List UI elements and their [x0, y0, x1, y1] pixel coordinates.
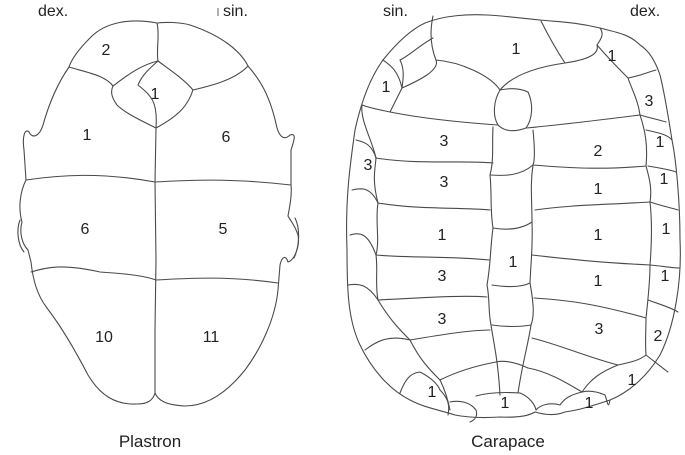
plastron-scute-middle-right: 5 [219, 221, 228, 238]
carapace-scute: 1 [509, 254, 518, 271]
carapace-scute: 3 [595, 321, 604, 338]
carapace-scute: 3 [438, 311, 447, 328]
plastron-scute-middle-left: 6 [81, 221, 90, 238]
carapace-scute: 1 [628, 372, 637, 389]
plastron-scute-upper-left: 1 [83, 127, 92, 144]
plastron-scute-lower-left: 10 [95, 329, 113, 346]
carapace-scute: 2 [594, 143, 603, 160]
plastron-midline [137, 22, 159, 394]
carapace-scute: 1 [660, 171, 669, 188]
carapace [346, 14, 681, 423]
plastron-scute-upper-right: 6 [222, 129, 231, 146]
carapace-side-left: sin. [383, 3, 408, 20]
carapace-scute: 1 [661, 268, 670, 285]
carapace-scute: 1 [382, 79, 391, 96]
carapace-scute: 3 [438, 268, 447, 285]
carapace-scute: 1 [585, 395, 594, 412]
plastron-scute-top-left: 2 [102, 42, 111, 59]
carapace-scute: 1 [512, 41, 521, 58]
plastron-side-left: dex. [38, 3, 68, 20]
carapace-scute: 3 [645, 93, 654, 110]
carapace-scute: 1 [594, 227, 603, 244]
carapace-scute: 3 [440, 133, 449, 150]
carapace-caption: Carapace [471, 432, 545, 451]
carapace-scute: 1 [662, 221, 671, 238]
carapace-scute: 1 [428, 384, 437, 401]
carapace-scute: 1 [608, 48, 617, 65]
plastron-outline [19, 20, 299, 407]
plastron-side-right: sin. [223, 3, 248, 20]
carapace-scute: 3 [440, 174, 449, 191]
carapace-scute: 3 [364, 157, 373, 174]
carapace-scute: 1 [594, 181, 603, 198]
carapace-side-right: dex. [630, 3, 660, 20]
carapace-outline [346, 14, 681, 419]
plastron-scute-lower-right: 11 [203, 329, 220, 346]
plastron-scute-center: 1 [151, 86, 160, 103]
carapace-scute: 1 [438, 227, 447, 244]
carapace-scute: 1 [656, 134, 665, 151]
carapace-scute: 1 [501, 395, 510, 412]
carapace-scute: 1 [594, 273, 603, 290]
carapace-scute: 2 [654, 328, 663, 345]
plastron-caption: Plastron [119, 432, 181, 451]
plastron [17, 20, 300, 407]
